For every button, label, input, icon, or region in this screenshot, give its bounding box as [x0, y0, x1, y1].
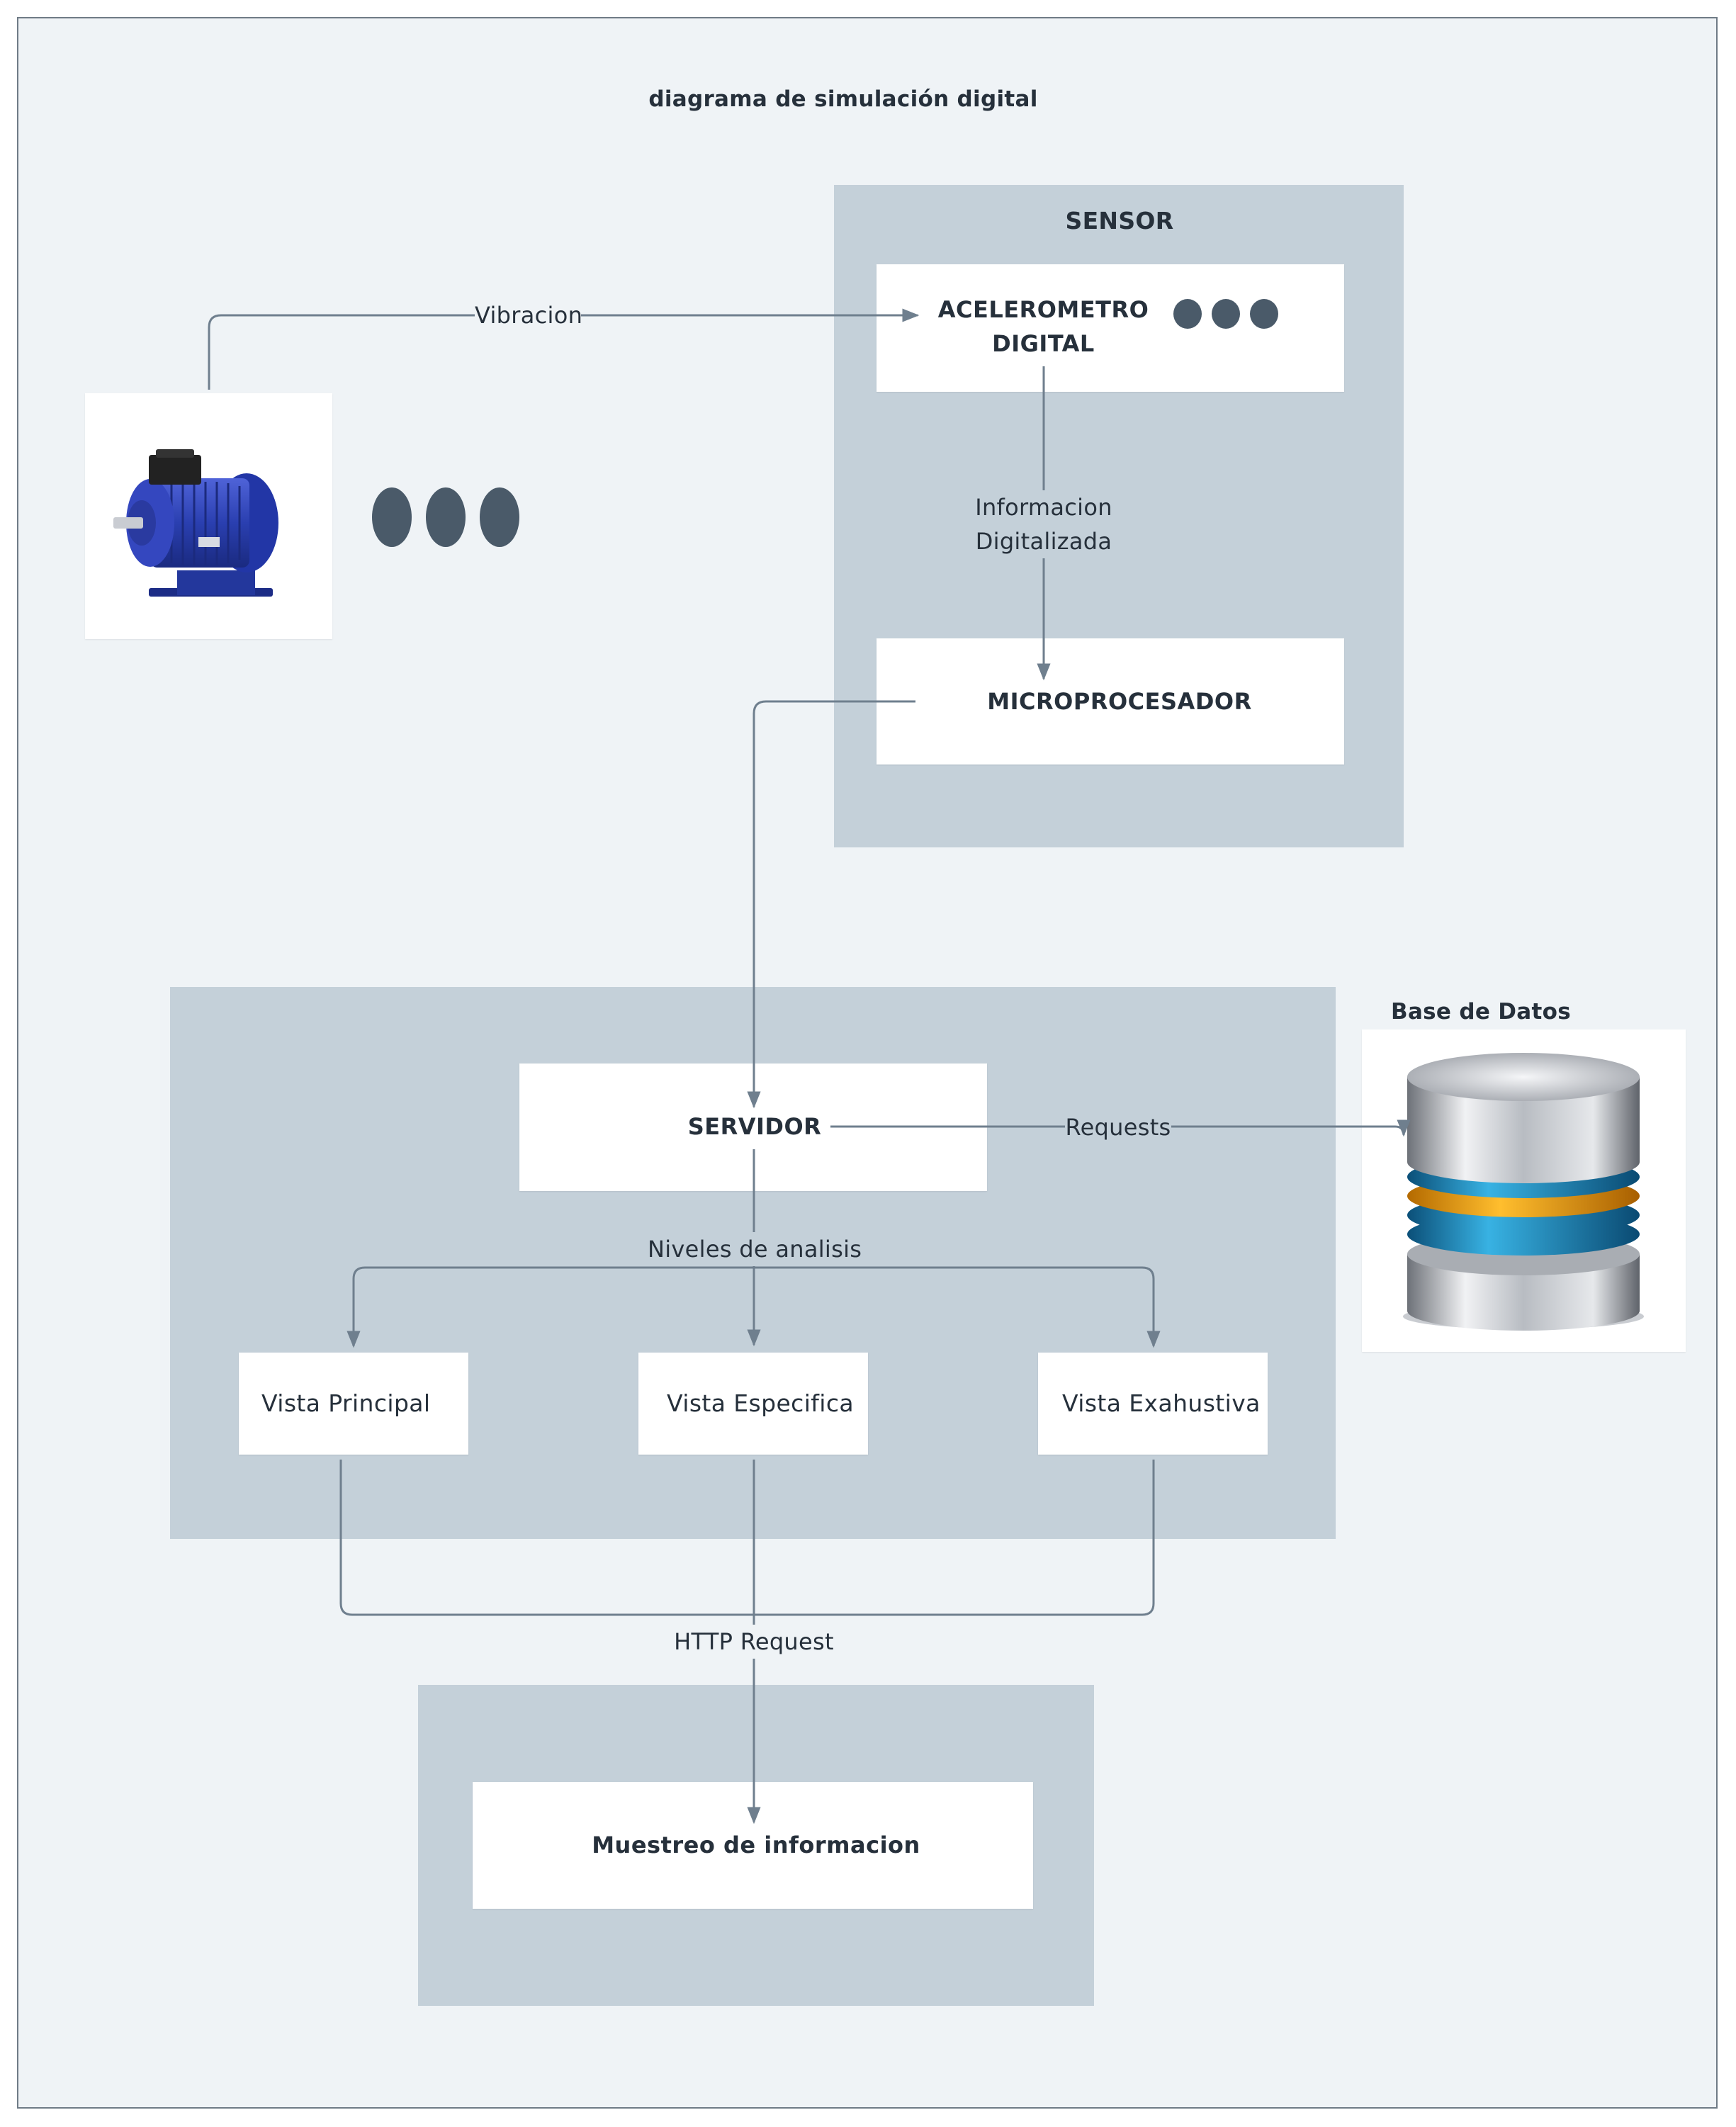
microprocessor-label: MICROPROCESADOR — [987, 688, 1252, 715]
dot — [1250, 299, 1278, 329]
server-label: SERVIDOR — [687, 1113, 822, 1140]
edge-label-http-request: HTTP Request — [669, 1625, 839, 1659]
microprocessor-node[interactable] — [877, 638, 1344, 765]
database-cylinder-icon — [1403, 1053, 1644, 1331]
sensor-group-title: SENSOR — [1065, 207, 1174, 235]
view-node-especifica[interactable] — [638, 1353, 868, 1455]
accelerometer-label-line2: DIGITAL — [992, 330, 1095, 357]
view-label-especifica: Vista Especifica — [667, 1389, 855, 1417]
edge-micro-to-server[interactable] — [747, 700, 915, 1109]
edge-label-digitized-line1: Informacion — [966, 490, 1122, 524]
diagram-title: diagrama de simulación digital — [648, 86, 1038, 112]
ellipsis-dots-icon[interactable] — [372, 487, 521, 547]
dot — [426, 487, 466, 547]
database-title: Base de Datos — [1391, 999, 1571, 1025]
edge-label-analysis-levels: Niveles de analisis — [648, 1232, 862, 1266]
edge-vibration[interactable] — [208, 308, 920, 390]
view-node-exahustiva[interactable] — [1038, 1353, 1268, 1455]
edge-http-right[interactable] — [754, 1460, 1155, 1616]
electric-motor-icon — [113, 449, 278, 597]
edge-requests[interactable] — [830, 1119, 1411, 1137]
view-node-principal[interactable] — [239, 1353, 468, 1455]
dot — [372, 487, 412, 547]
edge-levels-left[interactable] — [346, 1266, 754, 1348]
edge-http-left[interactable] — [339, 1460, 754, 1616]
edge-label-digitized-line2: Digitalizada — [966, 524, 1122, 558]
display-label: Muestreo de informacion — [592, 1832, 920, 1858]
edge-levels-right[interactable] — [754, 1266, 1161, 1348]
dot — [1173, 299, 1202, 329]
accelerometer-label-line1: ACELEROMETRO — [937, 296, 1149, 323]
edge-label-vibration: Vibracion — [475, 298, 582, 332]
view-label-principal: Vista Principal — [261, 1389, 431, 1417]
ellipsis-dots-icon[interactable] — [1173, 298, 1280, 330]
view-label-exahustiva: Vista Exahustiva — [1062, 1389, 1261, 1417]
dot — [1212, 299, 1240, 329]
edge-label-requests: Requests — [1065, 1110, 1171, 1144]
dot — [480, 487, 519, 547]
